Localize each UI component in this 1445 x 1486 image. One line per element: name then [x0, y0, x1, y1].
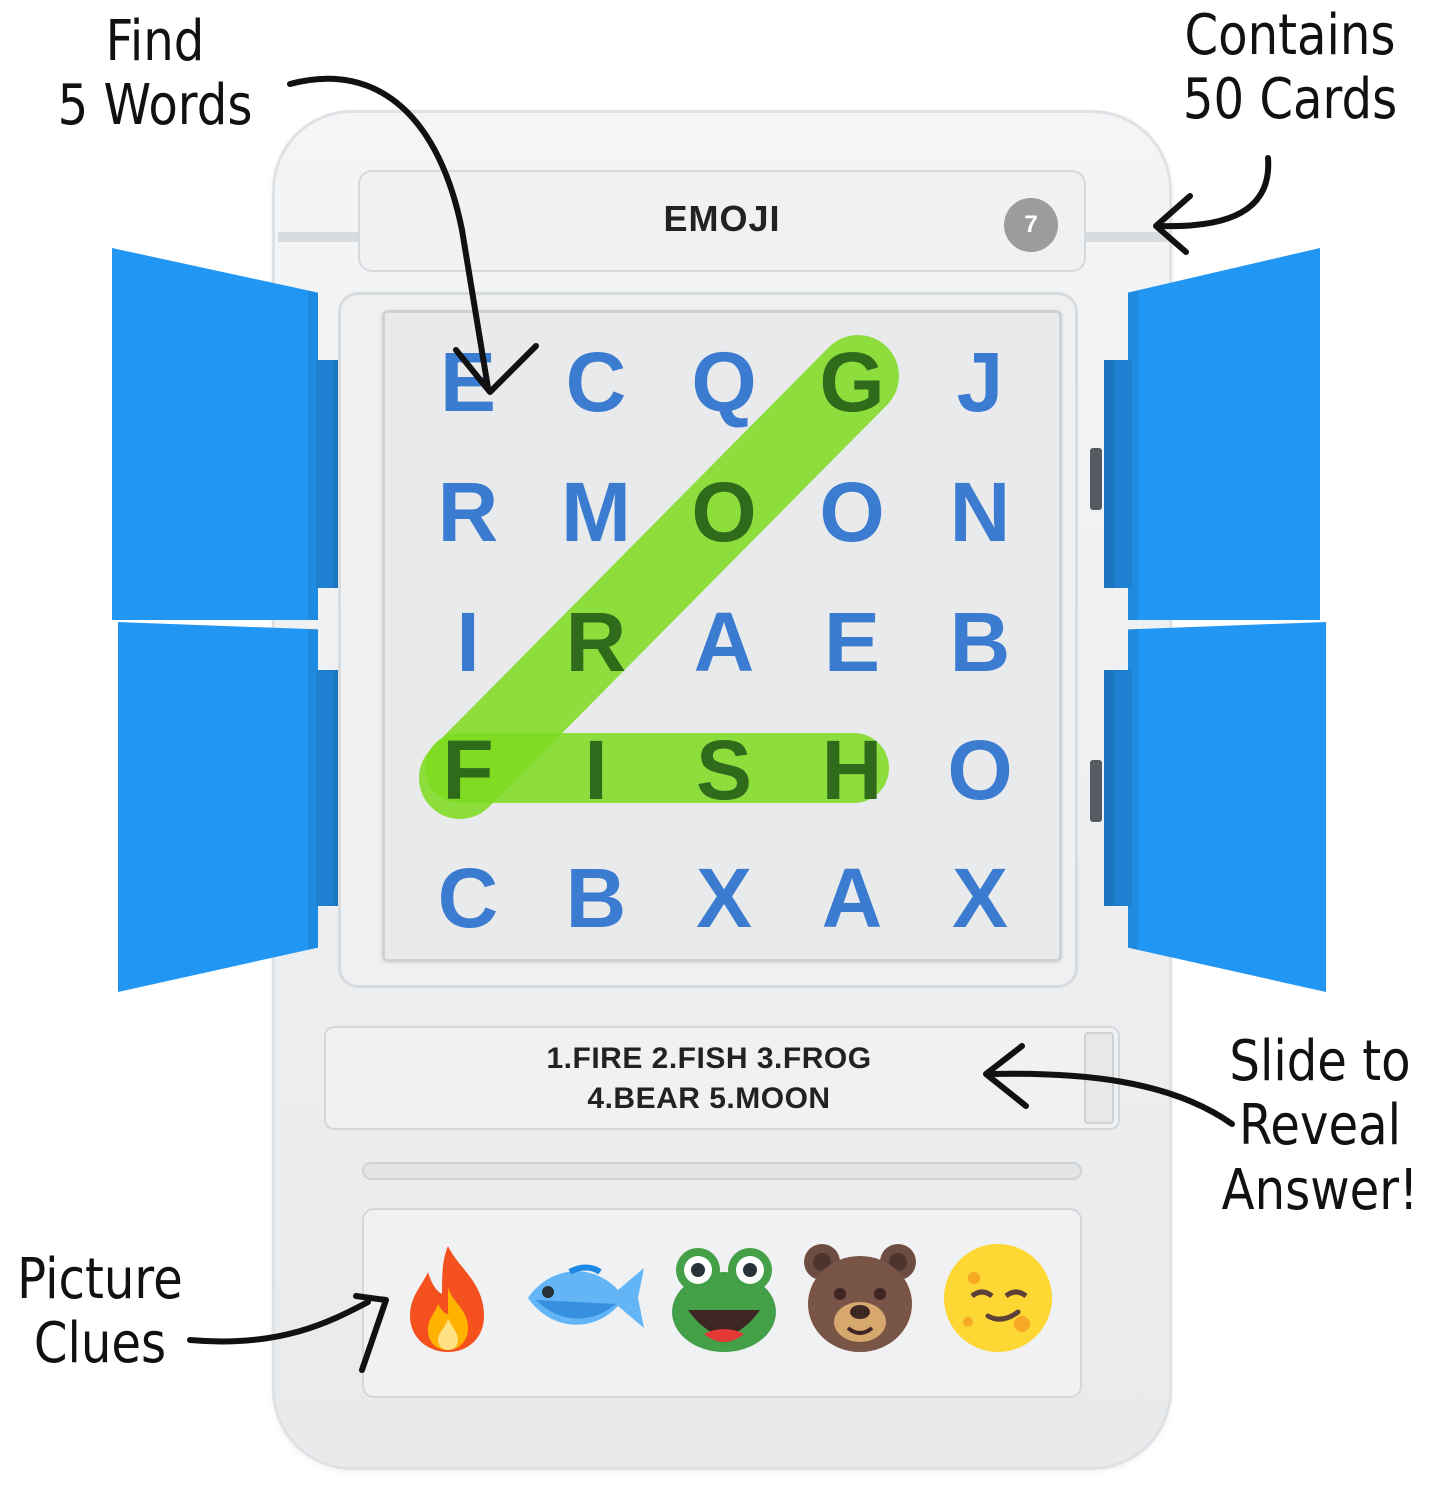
moon-icon	[938, 1238, 1058, 1358]
annotation-line: Picture	[17, 1247, 183, 1312]
letter-cell[interactable]: B	[565, 851, 627, 945]
letter-cell[interactable]: Q	[691, 335, 757, 429]
annotation-line: 5 Words	[57, 73, 253, 139]
right-top-flap[interactable]	[1128, 248, 1320, 620]
letter-cell[interactable]: R	[437, 465, 499, 559]
letter-cell[interactable]: O	[947, 723, 1013, 817]
right-hinge-top	[1090, 448, 1102, 510]
letter-cell[interactable]: O	[819, 465, 885, 559]
annotation-line: Contains	[1184, 3, 1396, 68]
letter-cell[interactable]: S	[695, 723, 753, 817]
letter-cell[interactable]: M	[561, 465, 631, 559]
right-hinge-bottom	[1090, 760, 1102, 822]
annotation-line: 50 Cards	[1182, 67, 1398, 133]
left-bottom-flap[interactable]	[118, 622, 318, 992]
card-header: EMOJI 7	[358, 170, 1086, 272]
annotation-line: Answer!	[1221, 1157, 1419, 1223]
fire-icon	[388, 1238, 508, 1358]
letter-cell[interactable]: H	[821, 723, 883, 817]
right-inner-top-flap	[1104, 360, 1132, 588]
answer-line-1: 1.FIRE 2.FISH 3.FROG	[546, 1042, 872, 1075]
letter-cell[interactable]: N	[949, 465, 1011, 559]
annotation-slide-reveal: Slide to Reveal Answer!	[1213, 1029, 1426, 1223]
slider-handle[interactable]	[1084, 1032, 1114, 1124]
letter-cell[interactable]: B	[949, 595, 1011, 689]
left-rail	[278, 232, 358, 242]
card-number-badge: 7	[1004, 198, 1058, 252]
frog-icon	[664, 1238, 784, 1358]
letter-cell[interactable]: R	[565, 595, 627, 689]
card-slot	[362, 1162, 1082, 1180]
letter-cell[interactable]: I	[584, 723, 608, 817]
right-inner-bottom-flap	[1104, 670, 1132, 906]
letter-cell[interactable]: C	[565, 335, 627, 429]
contains-arrow	[1157, 155, 1272, 230]
annotation-picture-clues: Picture Clues	[14, 1247, 186, 1377]
answer-slider[interactable]: 1.FIRE 2.FISH 3.FROG 4.BEAR 5.MOON	[324, 1026, 1120, 1130]
letter-cell[interactable]: C	[437, 851, 499, 945]
annotation-line: Clues	[33, 1311, 167, 1377]
right-rail	[1086, 232, 1170, 242]
letter-cell[interactable]: E	[439, 335, 497, 429]
letter-cell[interactable]: G	[819, 335, 885, 429]
annotation-line: Reveal	[1239, 1093, 1401, 1159]
letter-cell[interactable]: J	[956, 335, 1004, 429]
annotation-contains-cards: Contains 50 Cards	[1161, 3, 1419, 133]
fish-icon	[520, 1238, 644, 1358]
answer-line-2: 4.BEAR 5.MOON	[587, 1082, 831, 1115]
letter-cell[interactable]: O	[691, 465, 757, 559]
annotation-find-words: Find 5 Words	[39, 9, 271, 139]
left-top-flap[interactable]	[112, 248, 318, 620]
letter-cell[interactable]: E	[823, 595, 881, 689]
letter-cell[interactable]: F	[442, 723, 494, 817]
letter-cell[interactable]: A	[693, 595, 755, 689]
letter-cell[interactable]: X	[951, 851, 1009, 945]
annotation-line: Find	[105, 9, 205, 74]
bear-icon	[800, 1238, 920, 1358]
card-title: EMOJI	[663, 198, 781, 239]
letter-cell[interactable]: A	[821, 851, 883, 945]
right-bottom-flap[interactable]	[1128, 622, 1326, 992]
letter-cell[interactable]: I	[456, 595, 480, 689]
letter-cell[interactable]: X	[695, 851, 753, 945]
annotation-line: Slide to	[1229, 1029, 1411, 1094]
